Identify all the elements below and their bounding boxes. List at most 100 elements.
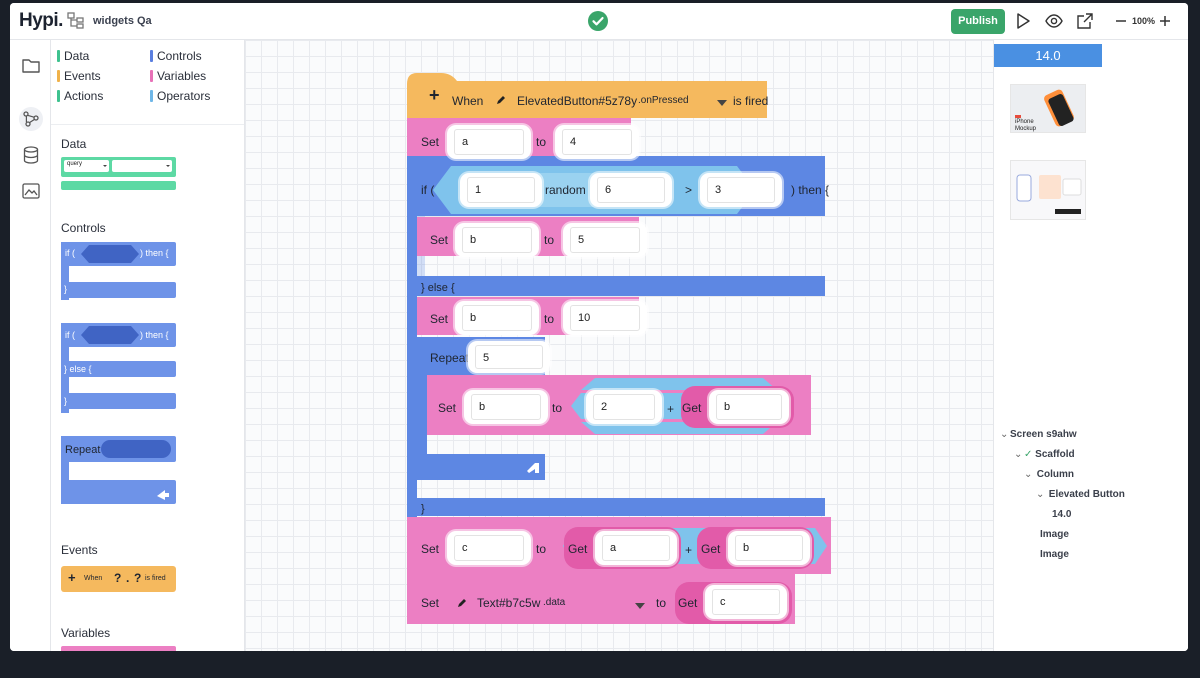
mini-else-label: } else {	[64, 364, 92, 374]
random-max-field[interactable]: 6	[590, 173, 672, 207]
app-window: Hypi. widgets Qa Publish 100%	[10, 3, 1188, 651]
then-label: ) then {	[791, 183, 830, 197]
palette-query-block[interactable]: query	[61, 157, 176, 192]
tree-column[interactable]: ⌄ Column	[1024, 469, 1074, 480]
tree-image-2[interactable]: Image	[1040, 549, 1069, 560]
tree-scaffold[interactable]: ⌄✓ Scaffold	[1014, 449, 1075, 460]
widget-tree: ⌄Screen s9ahw ⌄✓ Scaffold ⌄ Column ⌄ Ele…	[994, 420, 1188, 651]
database-icon[interactable]	[19, 143, 43, 167]
category-controls[interactable]: Controls	[150, 49, 202, 63]
folder-icon[interactable]	[19, 54, 43, 78]
divider	[51, 124, 244, 125]
mini-dot: .	[126, 571, 130, 585]
zoom-out-icon[interactable]	[1114, 12, 1128, 35]
text-prop[interactable]: .data	[543, 597, 566, 608]
get-label-b3: Get	[682, 401, 702, 415]
external-link-icon[interactable]	[1076, 12, 1094, 35]
repeat-label: Repeat	[430, 351, 469, 365]
repeat-close-shape	[417, 454, 545, 480]
to-label-b1: to	[544, 233, 555, 247]
image-thumbnail-1[interactable]: iPhone Mockup	[1010, 84, 1086, 133]
mini-then-label-2: ) then {	[140, 330, 169, 340]
mini-q2: ?	[134, 571, 142, 585]
zoom-level: 100%	[1132, 16, 1156, 26]
event-target[interactable]: ElevatedButton#5z78y	[517, 94, 638, 108]
var-a-field[interactable]: a	[447, 125, 531, 159]
tree-text-14[interactable]: 14.0	[1052, 509, 1072, 520]
if-label: if (	[421, 183, 435, 197]
category-variables[interactable]: Variables	[150, 69, 206, 83]
plus-operator-2[interactable]: +	[685, 543, 693, 557]
palette-repeat-block[interactable]: Repeat	[61, 436, 186, 506]
add-event-icon[interactable]: +	[429, 85, 440, 105]
mini-when-label: When	[84, 575, 103, 582]
event-prop[interactable]: .onPressed	[638, 95, 689, 106]
publish-button[interactable]: Publish	[951, 9, 1005, 34]
compare-value-field[interactable]: 3	[700, 173, 782, 207]
preview-eye-icon[interactable]	[1045, 12, 1063, 35]
palette-if-else-block[interactable]: if ( ) then { } else { }	[61, 323, 186, 413]
image-thumbnail-2[interactable]	[1010, 160, 1086, 220]
repeat-arrow-icon	[527, 463, 539, 473]
text-target[interactable]: Text#b7c5w	[477, 596, 541, 610]
project-name[interactable]: widgets Qa	[93, 15, 152, 27]
to-label-b3: to	[552, 401, 563, 415]
right-panel: 14.0 iPhone Mockup ⌄Screen s9ahw ⌄✓ Scaf…	[993, 40, 1188, 651]
chevron-down-icon: ⌄	[1024, 469, 1033, 480]
value-4-field[interactable]: 4	[555, 125, 639, 159]
get-var-b-field[interactable]: b	[709, 390, 789, 424]
set-label-b3: Set	[438, 401, 457, 415]
thumb1-label: iPhone Mockup	[1015, 119, 1037, 132]
get-var-c-field[interactable]: c	[705, 585, 787, 619]
pencil-icon[interactable]	[496, 94, 506, 108]
value-10-field[interactable]: 10	[563, 301, 647, 335]
plus-operator[interactable]: +	[667, 402, 675, 416]
category-data[interactable]: Data	[57, 49, 89, 63]
category-actions[interactable]: Actions	[57, 89, 103, 103]
var-b-field-2[interactable]: b	[455, 301, 539, 335]
tree-image-1[interactable]: Image	[1040, 529, 1069, 540]
random-min-field[interactable]: 1	[460, 173, 542, 207]
get-var-b-field-2[interactable]: b	[728, 531, 810, 565]
var-b-field-1[interactable]: b	[455, 223, 539, 257]
top-bar: Hypi. widgets Qa Publish 100%	[10, 3, 1188, 40]
project-tree-icon[interactable]	[67, 12, 85, 35]
play-icon[interactable]	[1015, 12, 1031, 35]
event-block-shape	[407, 73, 767, 118]
to-label-b2: to	[544, 312, 555, 326]
else-bar-shape	[407, 276, 825, 296]
mini-close-label: }	[64, 284, 68, 294]
left-icon-rail	[10, 40, 51, 651]
mini-then-label: ) then {	[140, 248, 169, 258]
text-dropdown-icon[interactable]	[635, 599, 645, 613]
set-label-b1: Set	[430, 233, 449, 247]
category-operators[interactable]: Operators	[150, 89, 210, 103]
preview-elevated-button[interactable]: 14.0	[994, 44, 1102, 67]
gt-operator[interactable]: >	[685, 183, 693, 197]
var-b-field-3[interactable]: b	[464, 390, 548, 424]
var-c-field[interactable]: c	[447, 531, 531, 565]
if-close-shape	[407, 498, 825, 516]
value-5-field[interactable]: 5	[563, 223, 647, 257]
palette-variable-block[interactable]	[61, 646, 176, 651]
pencil-icon-2[interactable]	[457, 597, 467, 611]
category-events[interactable]: Events	[57, 69, 101, 83]
palette-event-block[interactable]: + When ? . ? is fired	[61, 566, 176, 592]
palette-if-block[interactable]: if ( ) then { }	[61, 242, 186, 300]
logo: Hypi.	[19, 10, 63, 31]
event-dropdown-icon[interactable]	[717, 96, 727, 110]
chart-image-icon[interactable]	[19, 179, 43, 203]
zoom-in-icon[interactable]	[1158, 12, 1172, 35]
repeat-count-field[interactable]: 5	[468, 341, 550, 373]
to-label-text: to	[656, 596, 667, 610]
mini-close-label-2: }	[64, 396, 68, 406]
get-var-a-field[interactable]: a	[595, 531, 677, 565]
logic-canvas[interactable]: + When ElevatedButton#5z78y .onPressed i…	[245, 40, 993, 651]
mini-q1: ?	[114, 571, 122, 585]
tree-screen[interactable]: ⌄Screen s9ahw	[1000, 429, 1077, 440]
to-label-c: to	[536, 542, 547, 556]
logic-graph-icon[interactable]	[19, 107, 43, 131]
tree-elevated-button[interactable]: ⌄ Elevated Button	[1036, 489, 1125, 500]
mini-repeat-label: Repeat	[65, 444, 101, 456]
value-2-field[interactable]: 2	[586, 390, 662, 424]
